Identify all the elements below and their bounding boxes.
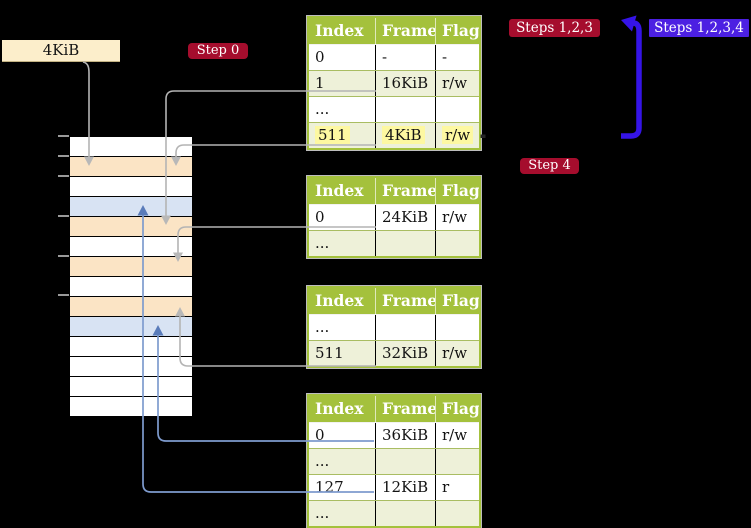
table-row: ... xyxy=(309,500,479,526)
column-header: Index xyxy=(315,21,364,40)
table-cell: 4KiB xyxy=(375,123,435,148)
loop-step4-back-to-steps123-arrowhead xyxy=(621,15,637,32)
memory-boundary-tick xyxy=(58,155,69,157)
table-row: ... xyxy=(309,448,479,474)
table-cell: 127 xyxy=(315,478,344,496)
memory-frame-row xyxy=(70,316,192,336)
table-cell: r/w xyxy=(435,423,479,448)
steps123-badge: Steps 1,2,3 xyxy=(509,19,600,37)
memory-frame-row xyxy=(70,137,192,156)
column-header: Flags xyxy=(435,288,479,314)
table-cell: ... xyxy=(315,318,330,336)
table-row: ... xyxy=(309,314,479,340)
memory-frame-row xyxy=(70,176,192,196)
loop-step4-back-to-steps123-line xyxy=(621,20,642,139)
memory-frame-row xyxy=(70,216,192,236)
table-row: ... xyxy=(309,96,479,122)
table-header-row: Index FrameFlags xyxy=(309,18,479,44)
table-header-row: Index FrameFlags xyxy=(309,396,479,422)
step0-badge: Step 0 xyxy=(188,43,248,59)
table-cell: 32KiB xyxy=(375,341,435,366)
table-cell: 16KiB xyxy=(375,71,435,96)
highlighted-value: 511 xyxy=(315,126,350,144)
table-cell xyxy=(435,501,479,526)
highlighted-value: r/w xyxy=(442,126,474,144)
table-cell: r/w xyxy=(435,71,479,96)
memory-frame-row xyxy=(70,236,192,256)
highlighted-value: 4KiB xyxy=(382,126,425,144)
table-cell xyxy=(375,315,435,340)
column-header: Frame xyxy=(375,178,435,204)
memory-boundary-tick xyxy=(58,294,69,296)
memory-boundary-tick xyxy=(58,215,69,217)
table-cell xyxy=(375,97,435,122)
memory-frame-row xyxy=(70,196,192,216)
memory-frame-row xyxy=(70,336,192,356)
table-cell: ... xyxy=(315,504,330,522)
table-row: 511 4KiB r/w xyxy=(309,122,479,148)
table-cell: r/w xyxy=(435,123,479,148)
table-header-row: Index FrameFlags xyxy=(309,288,479,314)
memory-boundary-tick xyxy=(58,175,69,177)
table-cell: 1 xyxy=(315,74,325,92)
page-table-2: Index FrameFlags 0 24KiBr/w... xyxy=(306,175,482,259)
table-cell xyxy=(435,315,479,340)
steps1234-badge: Steps 1,2,3,4 xyxy=(649,19,749,37)
table-header-row: Index FrameFlags xyxy=(309,178,479,204)
table-cell: 24KiB xyxy=(375,205,435,230)
table-cell xyxy=(375,449,435,474)
step4-badge: Step 4 xyxy=(520,158,579,174)
table-cell: r/w xyxy=(435,205,479,230)
table-cell: 12KiB xyxy=(375,475,435,500)
column-header: Flags xyxy=(435,396,479,422)
memory-frame-row xyxy=(70,156,192,176)
table-cell: 0 xyxy=(315,426,325,444)
table-cell: 511 xyxy=(309,123,375,148)
memory-frame-row xyxy=(70,296,192,316)
table-cell: ... xyxy=(315,452,330,470)
table-cell: 511 xyxy=(315,344,344,362)
table-cell xyxy=(435,231,479,256)
column-header: Flags xyxy=(435,178,479,204)
table-cell xyxy=(375,501,435,526)
memory-frame-row xyxy=(70,376,192,396)
table-cell: - xyxy=(375,45,435,70)
memory-frame-row xyxy=(70,276,192,296)
frame-size-label: 4KiB xyxy=(2,40,120,62)
table-cell xyxy=(435,97,479,122)
table-cell: 0 xyxy=(315,48,325,66)
table-cell: 0 xyxy=(315,208,325,226)
memory-boundary-tick xyxy=(58,255,69,257)
table-cell: 36KiB xyxy=(375,423,435,448)
column-header: Flags xyxy=(435,18,479,44)
column-header: Index xyxy=(315,291,364,310)
memory-frame-row xyxy=(70,356,192,376)
table-cell xyxy=(435,449,479,474)
column-header: Frame xyxy=(375,396,435,422)
physical-memory-column xyxy=(69,136,193,417)
table-row: ... xyxy=(309,230,479,256)
column-header: Frame xyxy=(375,288,435,314)
column-header: Frame xyxy=(375,18,435,44)
memory-boundary-tick xyxy=(58,135,69,137)
table-cell: ... xyxy=(315,234,330,252)
table-cell: ... xyxy=(315,100,330,118)
table-cell: - xyxy=(435,45,479,70)
memory-frame-row xyxy=(70,396,192,416)
column-header: Index xyxy=(315,181,364,200)
table-row: 0 -- xyxy=(309,44,479,70)
table-cell: r xyxy=(435,475,479,500)
column-header: Index xyxy=(315,399,364,418)
table-cell: r/w xyxy=(435,341,479,366)
memory-frame-row xyxy=(70,256,192,276)
table-cell xyxy=(375,231,435,256)
